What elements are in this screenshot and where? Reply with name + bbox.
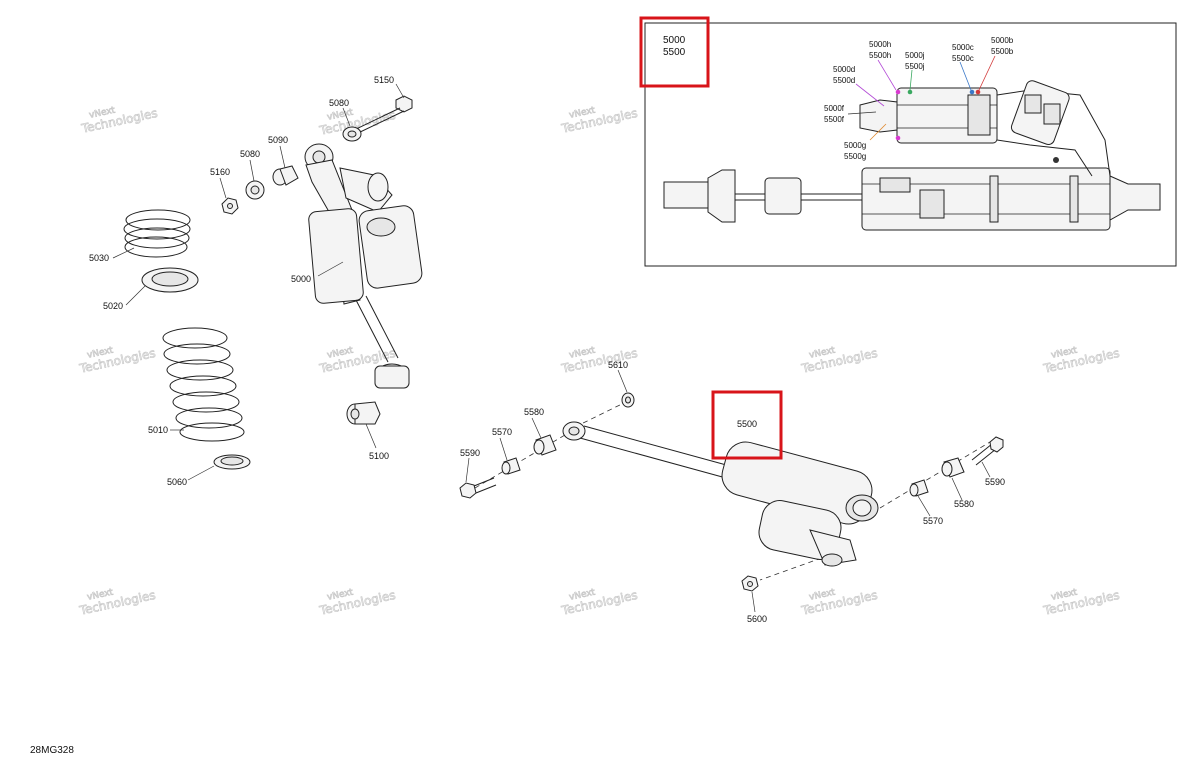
callout-5100: 5100: [369, 451, 389, 461]
inset-label-5500g: 5500g: [844, 152, 866, 161]
highlight-mid-line1: 5500: [737, 419, 757, 429]
inset-label-5000d: 5000d: [833, 65, 855, 74]
callout-5580-right: 5580: [954, 499, 974, 509]
nut-5160[interactable]: [221, 197, 239, 215]
highlight-box-middle[interactable]: 5500: [711, 390, 783, 460]
inset-shock-section: [663, 80, 1161, 231]
inset-label-5000f: 5000f: [824, 104, 845, 113]
highlight-box-top[interactable]: 5000 5500: [639, 16, 710, 88]
watermark: vNext Technologies: [559, 587, 639, 618]
callout-5030: 5030: [89, 253, 109, 263]
shock-5000[interactable]: [304, 143, 423, 389]
callout-5590-right: 5590: [985, 477, 1005, 487]
callout-5610: 5610: [608, 360, 628, 370]
inset-label-5000b: 5000b: [991, 36, 1014, 45]
bushing-5100[interactable]: [346, 401, 381, 425]
watermark: vNext Technologies: [559, 105, 639, 136]
nut-5600[interactable]: [741, 575, 759, 592]
detail-inset: 5000h 5500h 5000j 5500j 5000c 5500c 5000…: [644, 22, 1177, 267]
spacer-5090[interactable]: [272, 165, 299, 186]
inset-label-5000g: 5000g: [844, 141, 866, 150]
watermark: vNext Technologies: [799, 345, 879, 376]
inset-label-5000j: 5000j: [905, 51, 925, 60]
callout-5580-left: 5580: [524, 407, 544, 417]
inset-label-5000h: 5000h: [869, 40, 891, 49]
bolt-5590-right[interactable]: [971, 436, 1004, 466]
callout-5570-left: 5570: [492, 427, 512, 437]
inset-label-5000c: 5000c: [952, 43, 974, 52]
spacer-5580-left[interactable]: [533, 434, 557, 456]
bushing-5080-top[interactable]: [342, 126, 362, 142]
washer-5570-right[interactable]: [909, 479, 929, 497]
left-shock-assembly: 5150 5080 5090 5080 5160 5030 5020 5000 …: [89, 75, 423, 487]
figure-code: 28MG328: [30, 745, 74, 756]
callout-5570-right: 5570: [923, 516, 943, 526]
watermark: vNext Technologies: [799, 587, 879, 618]
inset-label-5500h: 5500h: [869, 51, 891, 60]
washer-5080[interactable]: [245, 180, 265, 200]
callout-5090: 5090: [268, 135, 288, 145]
callout-5590-left: 5590: [460, 448, 480, 458]
inset-label-5500f: 5500f: [824, 115, 845, 124]
inset-label-5500b: 5500b: [991, 47, 1014, 56]
callout-5150: 5150: [374, 75, 394, 85]
highlight-top-line2: 5500: [663, 47, 686, 58]
watermark: vNext Technologies: [1041, 345, 1121, 376]
callout-5160: 5160: [210, 167, 230, 177]
callout-5000: 5000: [291, 274, 311, 284]
bolt-5590-left[interactable]: [459, 477, 497, 499]
nut-5610[interactable]: [621, 392, 635, 408]
spring-5030[interactable]: [123, 209, 191, 258]
watermark: vNext Technologies: [77, 345, 157, 376]
watermark: vNext Technologies: [79, 105, 159, 136]
spring-seat-5020[interactable]: [141, 267, 199, 293]
middle-shock-assembly: 5610 5580 5570 5590 5590 5580 5570 5600: [459, 360, 1005, 624]
watermark: vNext Technologies: [317, 587, 397, 618]
callout-5010: 5010: [148, 425, 168, 435]
callout-5080: 5080: [240, 149, 260, 159]
callout-5020: 5020: [103, 301, 123, 311]
callout-5080-top: 5080: [329, 98, 349, 108]
watermark: vNext Technologies: [77, 587, 157, 618]
ring-5060[interactable]: [213, 454, 251, 470]
callout-5060: 5060: [167, 477, 187, 487]
highlight-top-line1: 5000: [663, 35, 686, 46]
spring-5010[interactable]: [162, 327, 245, 442]
inset-label-5500j: 5500j: [905, 62, 925, 71]
spacer-5580-right[interactable]: [941, 457, 965, 478]
washer-5570-left[interactable]: [501, 457, 521, 475]
inset-label-5500d: 5500d: [833, 76, 855, 85]
callout-5600: 5600: [747, 614, 767, 624]
watermark: vNext Technologies: [559, 345, 639, 376]
shock-5500[interactable]: [562, 421, 879, 567]
inset-label-5500c: 5500c: [952, 54, 974, 63]
bolt-5150[interactable]: [351, 95, 413, 135]
watermark: vNext Technologies: [1041, 587, 1121, 618]
